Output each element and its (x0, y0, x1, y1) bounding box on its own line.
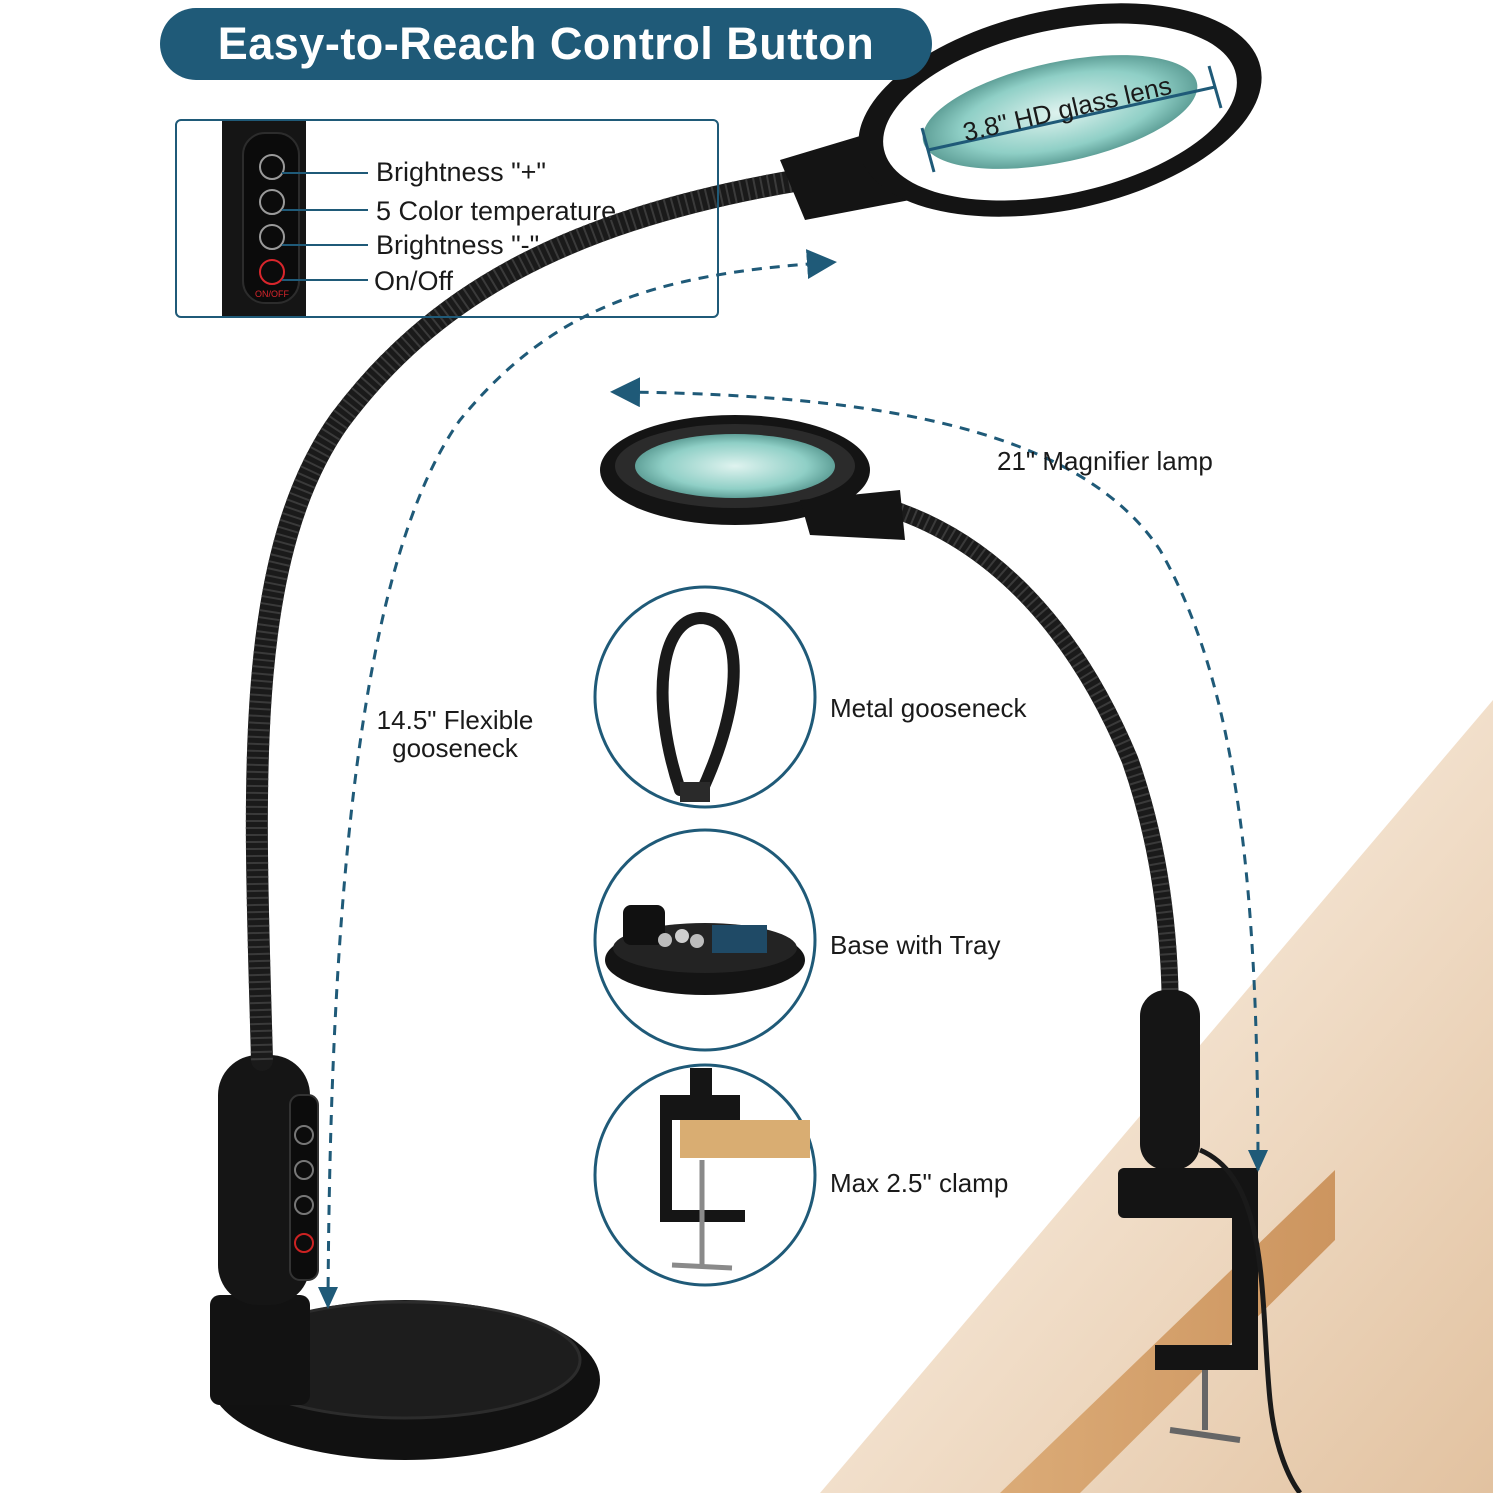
column-button-power (294, 1233, 314, 1253)
feature-clamp-top (660, 1095, 740, 1120)
feature-base-nut-1 (658, 933, 672, 947)
feature-clamp-spine (660, 1095, 672, 1220)
feature-base-nut-3 (690, 934, 704, 948)
page-title: Easy-to-Reach Control Button (217, 18, 875, 69)
clamp-foot (1155, 1345, 1258, 1370)
gooseneck-length-arrow (326, 249, 837, 1306)
column-button-3 (294, 1195, 314, 1215)
clamp-column (1140, 990, 1200, 1170)
height-arrow (610, 377, 1260, 1171)
feature-clamp-post (690, 1068, 712, 1098)
color-temperature-icon (259, 189, 285, 215)
header-banner: Easy-to-Reach Control Button (160, 8, 932, 80)
inset-control-pad (242, 132, 300, 304)
column-button-2 (294, 1160, 314, 1180)
feature-base-socket (623, 905, 665, 945)
gooseneck-callout-line-2: gooseneck (392, 733, 518, 763)
lamp-base-socket (210, 1295, 310, 1405)
lens-dimension-tick-left (920, 127, 936, 173)
gooseneck-length-callout: 14.5" Flexible gooseneck (360, 706, 550, 762)
gooseneck-arrow-bottom-head (318, 1287, 338, 1309)
lens-dimension-tick-right (1207, 65, 1223, 109)
feature-circle-gooseneck (593, 585, 817, 809)
feature-gooseneck-clip (680, 782, 710, 802)
control-label-brightness-up: Brightness "+" (376, 157, 547, 187)
lamp-column (218, 1055, 310, 1305)
clamp-lamp-neck (800, 490, 905, 540)
feature-clamp-handle (671, 1262, 733, 1271)
feature-gooseneck-loop (656, 611, 740, 801)
clamp-lamp-lens (635, 434, 835, 498)
height-arrow-bottom-head (1248, 1150, 1268, 1172)
column-button-1 (294, 1125, 314, 1145)
height-callout: 21" Magnifier lamp (997, 446, 1213, 476)
control-label-brightness-down: Brightness "-" (376, 230, 540, 260)
clamp-body (1118, 1168, 1258, 1218)
feature-label-clamp: Max 2.5" clamp (830, 1168, 1009, 1198)
clamp-gooseneck-ribs (877, 496, 1179, 1041)
power-icon (259, 259, 285, 285)
control-label-color-temperature: 5 Color temperature (376, 196, 617, 226)
clamp-cable (1199, 1147, 1303, 1493)
gooseneck-callout-line-1: 14.5" Flexible (376, 705, 534, 735)
feature-base-nut-2 (675, 929, 689, 943)
feature-label-base: Base with Tray (830, 930, 1001, 960)
feature-label-gooseneck: Metal gooseneck (830, 693, 1027, 723)
brightness-up-icon (259, 154, 285, 180)
main-gooseneck-ribs (245, 169, 802, 1061)
main-lamp-lens (922, 55, 1198, 169)
lens-dimension-line (927, 85, 1216, 152)
feature-clamp-board (680, 1120, 810, 1158)
power-button-text: ON/OFF (255, 289, 289, 299)
brightness-down-icon (259, 224, 285, 250)
clamp-screw-handle (1169, 1427, 1241, 1443)
control-button-panel (175, 119, 719, 318)
control-label-power: On/Off (374, 266, 454, 296)
feature-base-chip (712, 925, 767, 953)
